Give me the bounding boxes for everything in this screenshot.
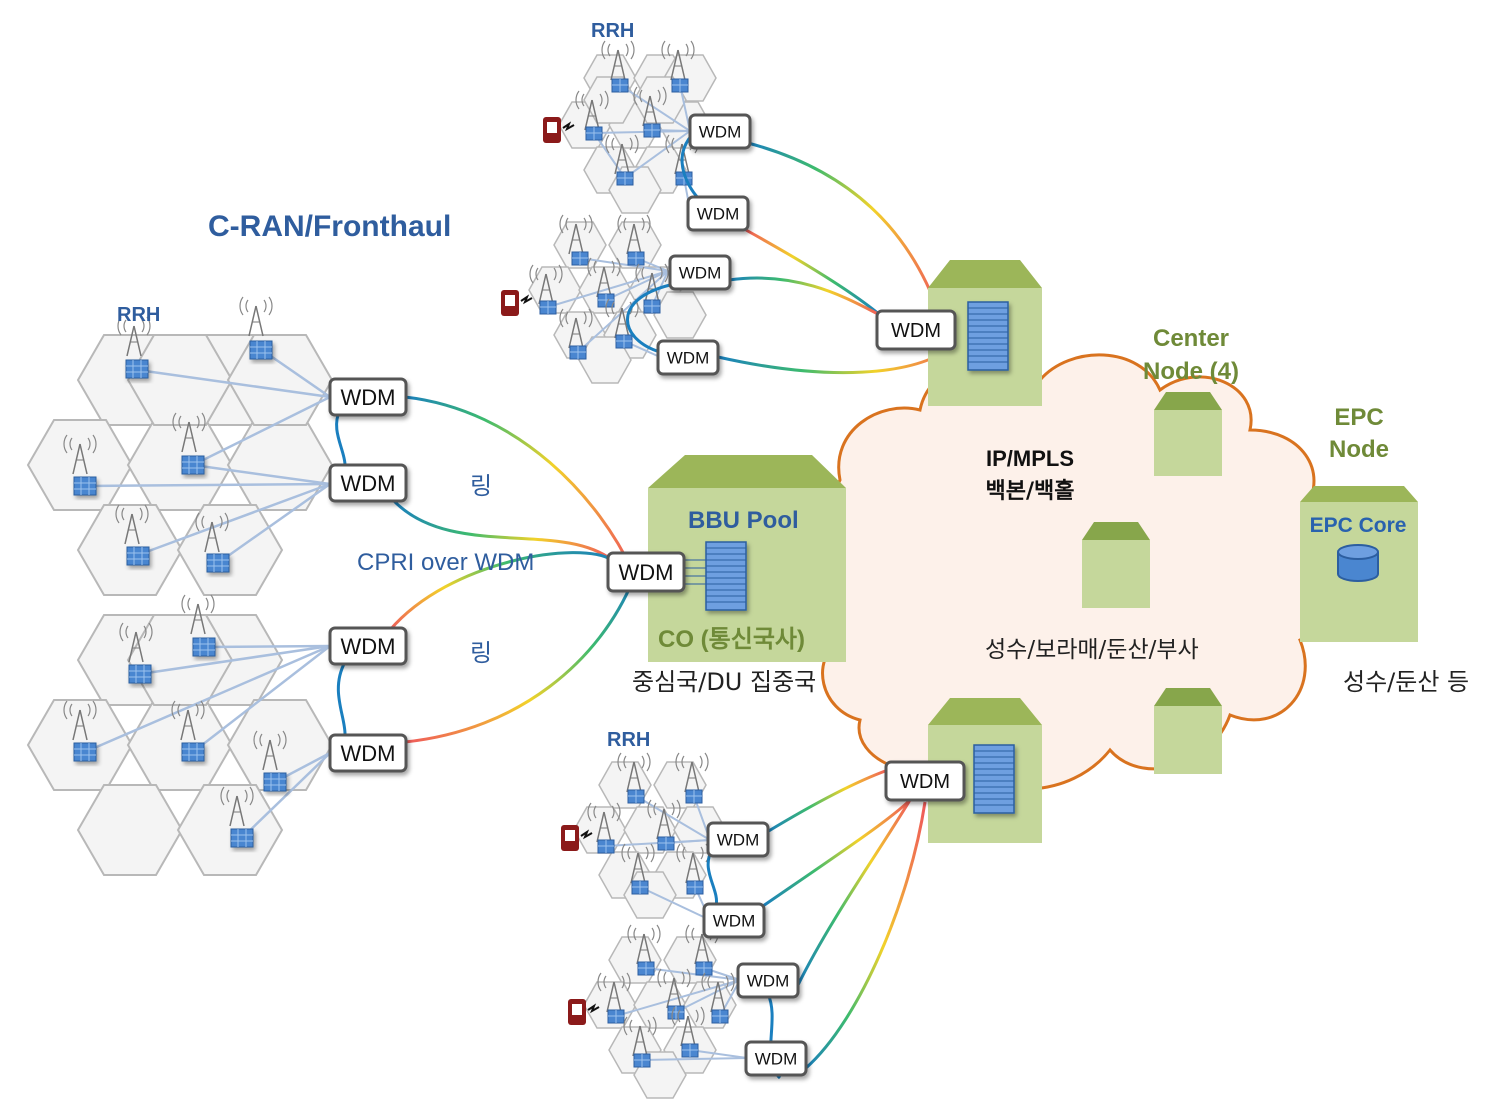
- rrh-cluster-top-1: [542, 40, 717, 214]
- center-node-label-2: Node (4): [1143, 358, 1239, 385]
- wdm-label: WDM: [679, 264, 721, 283]
- rrh-label-bottom: RRH: [607, 729, 650, 751]
- center-node-building-3: [1154, 688, 1222, 774]
- center-node-building-2: [1082, 522, 1150, 608]
- backbone-locations: 성수/보라매/둔산/부사: [985, 637, 1199, 663]
- wdm-boxes: WDM WDM WDM WDM WDM WDM WDM WDM WDM WDM WDM WDM WDM W…: [328, 113, 966, 1077]
- aggregation-building-top: [928, 260, 1042, 406]
- epc-node-building: [1300, 486, 1418, 642]
- wdm-box: WDM: [328, 626, 408, 666]
- wdm-box: WDM: [688, 113, 752, 150]
- epc-node-label-1: EPC: [1334, 404, 1383, 431]
- wdm-label: WDM: [697, 205, 739, 224]
- wdm-box: WDM: [702, 902, 766, 939]
- co-label: CO (통신국사): [658, 626, 805, 653]
- bbu-pool-label: BBU Pool: [688, 507, 799, 534]
- rrh-label-left: RRH: [117, 304, 160, 326]
- rrh-cluster-left-bottom: [27, 594, 333, 876]
- rrh-cluster-bottom-1: [560, 752, 727, 921]
- wdm-label: WDM: [341, 471, 396, 496]
- epc-node-label-2: Node: [1329, 436, 1389, 463]
- rrh-label-top: RRH: [591, 20, 634, 42]
- wdm-label: WDM: [755, 1050, 797, 1069]
- rrh-cluster-bottom-2: [567, 924, 748, 1099]
- backbone-label-2: 백본/백홀: [986, 478, 1075, 504]
- wdm-label: WDM: [699, 123, 741, 142]
- wdm-box: WDM: [606, 551, 686, 593]
- co-sublabel: 중심국/DU 집중국: [632, 668, 816, 696]
- center-node-building-1: [1154, 392, 1222, 476]
- wdm-label: WDM: [619, 560, 674, 585]
- wdm-box: WDM: [706, 821, 770, 858]
- wdm-box: WDM: [875, 309, 957, 351]
- wdm-label: WDM: [713, 912, 755, 931]
- wdm-label: WDM: [717, 831, 759, 850]
- database-icon: [1337, 544, 1379, 582]
- wdm-label: WDM: [891, 320, 941, 342]
- rrh-cluster-left-top: [27, 296, 333, 596]
- wdm-label: WDM: [747, 972, 789, 991]
- wdm-label: WDM: [341, 634, 396, 659]
- backbone-label-1: IP/MPLS: [986, 446, 1074, 471]
- wdm-label: WDM: [900, 771, 950, 793]
- ip-mpls-cloud: [812, 353, 1338, 791]
- ring-label-lower: 링: [470, 640, 492, 667]
- wdm-box: WDM: [656, 339, 720, 376]
- rrh-cluster-top-2: [500, 214, 707, 384]
- diagram-title: C-RAN/Fronthaul: [208, 210, 451, 243]
- wdm-box: WDM: [686, 195, 750, 232]
- wdm-box: WDM: [668, 254, 732, 291]
- wdm-box: WDM: [736, 962, 800, 999]
- wdm-label: WDM: [341, 741, 396, 766]
- epc-location: 성수/둔산 등: [1343, 668, 1469, 696]
- center-node-label-1: Center: [1153, 325, 1229, 352]
- epc-core-label: EPC Core: [1310, 514, 1407, 537]
- ring-label-upper: 링: [470, 473, 492, 500]
- wdm-box: WDM: [744, 1040, 808, 1077]
- wdm-box: WDM: [328, 377, 408, 417]
- wdm-label: WDM: [341, 385, 396, 410]
- wdm-box: WDM: [328, 463, 408, 503]
- wdm-box: WDM: [328, 733, 408, 773]
- cpri-label: CPRI over WDM: [357, 549, 534, 576]
- fiber-links: [335, 134, 962, 1080]
- wdm-box: WDM: [884, 760, 966, 802]
- wdm-label: WDM: [667, 349, 709, 368]
